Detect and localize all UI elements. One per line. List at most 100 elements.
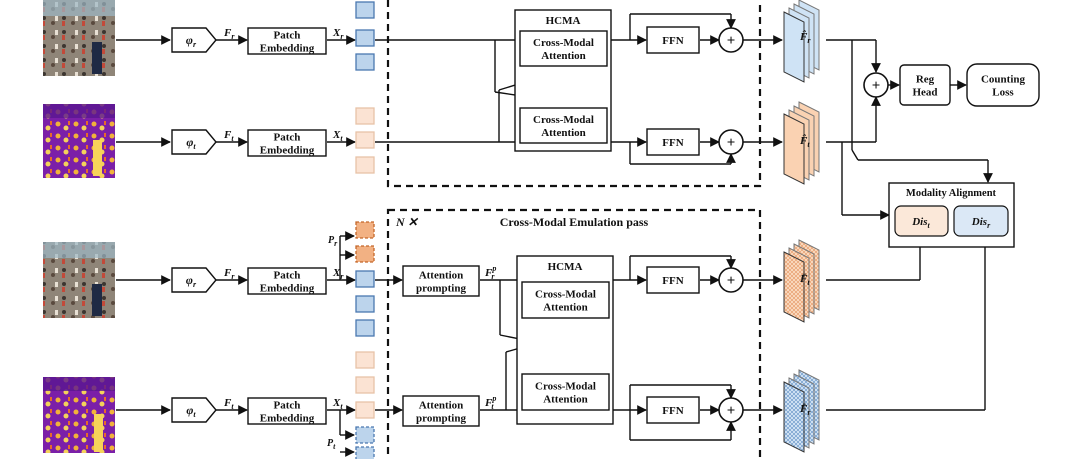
- add-2-sign: +: [727, 135, 736, 151]
- label-F-r-top: Fr: [223, 27, 235, 41]
- label-F-t-bottom: Ft: [223, 397, 234, 411]
- cross-modal-attention-2-label: Cross-Modal: [533, 114, 594, 126]
- patch-embedding-bottom-r-label: Patch: [274, 270, 301, 282]
- patch-embedding-bottom-r: [247, 267, 327, 295]
- rgb-token-top-0: [355, 1, 375, 19]
- patch-embedding-top-r-label: Embedding: [260, 43, 315, 55]
- output-stack-Fbar-r-layer: [783, 381, 805, 453]
- attention-prompting-t: [402, 395, 480, 427]
- hcma-top-title: HCMA: [546, 15, 581, 27]
- attention-prompting-t-label: Attention: [419, 400, 464, 412]
- output-stack-Fhat-r: [783, 0, 820, 83]
- prompt-r-token-0: [355, 221, 375, 239]
- cross-modal-attention-2: [519, 107, 608, 144]
- thermal-image-bottom: [43, 377, 115, 453]
- output-stack-Fhat-r-layer: [783, 11, 805, 83]
- output-stack-Fbar-t: [783, 239, 820, 323]
- cross-modal-attention-1: [519, 30, 608, 67]
- cross-modal-attention-1-label: Attention: [541, 50, 586, 62]
- reg-head: [899, 64, 951, 106]
- dis-r-box: [953, 205, 1009, 237]
- rgb-token-top-1: [355, 29, 375, 47]
- phi-r-bottom: [171, 267, 217, 293]
- output-stack-Fhat-t: [783, 101, 820, 185]
- ffn-4-label: FFN: [662, 405, 683, 417]
- fusion-pass-frame: [386, 0, 762, 188]
- prompt-r-token-1: [355, 245, 375, 263]
- label-X-r-top: Xr: [332, 27, 344, 41]
- phi-t-top: [171, 129, 217, 155]
- counting-loss: [966, 63, 1040, 107]
- rgb-token-bottom-1: [355, 295, 375, 313]
- ffn-1: [646, 26, 700, 54]
- phi-t-bottom-label: φt: [186, 403, 196, 419]
- cross-modal-attention-4-label: Attention: [543, 394, 588, 406]
- rgb-token-top-2: [355, 53, 375, 71]
- patch-embedding-bottom-t-label: Patch: [274, 400, 301, 412]
- output-stack-Fhat-t-layer: [783, 113, 805, 185]
- cross-modal-attention-3-label: Cross-Modal: [535, 289, 596, 301]
- modality-alignment-title: Modality Alignment: [906, 188, 997, 199]
- prompt-t-token-1: [355, 446, 375, 459]
- add-2: [718, 129, 744, 155]
- label-P-t: Pt: [327, 438, 336, 451]
- cross-modal-attention-3-label: Attention: [543, 302, 588, 314]
- thermal-token-top-1: [355, 131, 375, 149]
- patch-embedding-bottom-t-label: Embedding: [260, 413, 315, 425]
- prompt-t-token-0: [355, 426, 375, 444]
- cross-modal-attention-1-label: Cross-Modal: [533, 37, 594, 49]
- patch-embedding-bottom-r-label: Embedding: [260, 283, 315, 295]
- output-stack-Fbar-t-layer: [783, 251, 805, 323]
- patch-embedding-top-t-label: Embedding: [260, 145, 315, 157]
- add-1-sign: +: [727, 33, 736, 49]
- rgb-token-bottom-0: [355, 270, 375, 288]
- thermal-token-top-2: [355, 156, 375, 174]
- counting-loss-label: Counting: [981, 74, 1026, 86]
- dashed-frames: [386, 0, 762, 459]
- phi-r-bottom-label: φr: [186, 273, 197, 289]
- phi-r-top: [171, 27, 217, 53]
- cross-modal-attention-3: [521, 281, 610, 319]
- add-fusion: [863, 72, 889, 98]
- cross-modal-attention-2-label: Attention: [541, 127, 586, 139]
- add-3-sign: +: [727, 273, 736, 289]
- thermal-token-bottom-1: [355, 376, 375, 394]
- add-1: [718, 27, 744, 53]
- dis-t-box: [894, 205, 949, 237]
- patch-embedding-top-t-label: Patch: [274, 132, 301, 144]
- patch-embedding-top-r: [247, 27, 327, 55]
- n-times-label: N ✕: [395, 215, 419, 229]
- label-out-Fhat-r: F̂r: [799, 30, 811, 45]
- patch-embedding-bottom-t: [247, 397, 327, 425]
- cross-modal-attention-4: [521, 373, 610, 411]
- ffn-3: [646, 266, 700, 294]
- label-X-t-top: Xt: [332, 129, 343, 143]
- ffn-4: [646, 396, 700, 424]
- ffn-3-label: FFN: [662, 275, 683, 287]
- thermal-token-top-0: [355, 107, 375, 125]
- label-out-Fbar-t: F̄t: [799, 273, 810, 287]
- label-X-t-bottom: Xt: [332, 397, 343, 411]
- emulation-pass-frame: [386, 208, 762, 459]
- dis-r-label: Disr: [971, 216, 991, 230]
- add-4-sign: +: [727, 403, 736, 419]
- cross-modal-attention-4-label: Cross-Modal: [535, 381, 596, 393]
- reg-head-label: Head: [912, 87, 937, 99]
- label-P-r: Pr: [328, 235, 338, 248]
- attention-prompting-r-label: prompting: [416, 283, 466, 295]
- attention-prompting-r: [402, 265, 480, 297]
- patch-embedding-top-t: [247, 129, 327, 157]
- thermal-image-top: [43, 104, 115, 178]
- connector-lines: [116, 13, 993, 457]
- ffn-2-label: FFN: [662, 137, 683, 149]
- reg-head-label: Reg: [916, 74, 935, 86]
- attention-prompting-t-label: prompting: [416, 413, 466, 425]
- add-fusion-sign: +: [872, 78, 881, 94]
- thermal-token-bottom-2: [355, 401, 375, 419]
- phi-t-top-label: φt: [186, 135, 196, 151]
- ffn-2: [646, 128, 700, 156]
- rgb-image-top: [43, 0, 115, 76]
